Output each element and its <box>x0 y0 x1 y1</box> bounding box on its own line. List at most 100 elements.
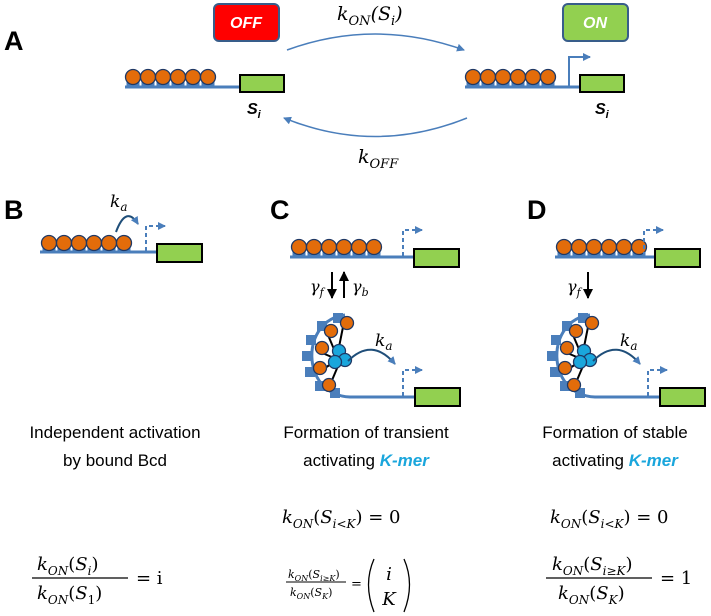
svg-text:i: i <box>386 564 392 585</box>
rate-koff-label: kOFF <box>358 146 399 172</box>
formula-d-zero: kON(Si<K) = 0 <box>550 507 669 531</box>
on-state-badge: ON <box>562 3 629 42</box>
bcd-molecule <box>312 360 328 376</box>
gene-box-d-loop <box>659 387 706 407</box>
binding-site <box>578 313 588 323</box>
caption-d-line2: activating K-mer <box>552 451 679 470</box>
kmer-molecule <box>572 354 588 370</box>
binding-site <box>550 367 560 377</box>
bcd-molecule <box>464 68 482 86</box>
svg-text:=: = <box>351 577 362 592</box>
bcd-molecule <box>524 68 542 86</box>
formula-d-ratio: kON(Si≥K) kON(SK) = 1 <box>546 554 692 607</box>
binding-site <box>305 367 315 377</box>
promoter-on: Si <box>464 53 625 121</box>
svg-text:= 1: = 1 <box>660 568 692 589</box>
binding-site <box>317 321 327 331</box>
binding-site <box>302 351 312 361</box>
gene-box-off <box>239 74 285 93</box>
site-label-off: Si <box>247 101 262 121</box>
binding-site <box>562 321 572 331</box>
gamma-f-label-d: γf <box>567 277 583 299</box>
formula-b-ratio: kON(Si) kON(S1) = i <box>32 554 163 607</box>
formula-c-zero: kON(Si<K) = 0 <box>282 507 401 531</box>
bcd-molecule <box>557 360 573 376</box>
bcd-molecule <box>509 68 527 86</box>
construct-c-open <box>290 226 460 268</box>
gene-box-c-loop <box>414 387 461 407</box>
gamma-f-label-c: γf <box>310 277 326 299</box>
kmer-loop-c: ka <box>302 313 461 407</box>
ka-arrow-c <box>347 348 396 365</box>
bcd-molecule <box>290 238 308 256</box>
bcd-molecule <box>321 377 337 393</box>
binding-site <box>315 381 325 391</box>
gene-box-b <box>156 243 203 263</box>
bcd-molecule <box>100 234 118 252</box>
ka-label-b: ka <box>110 192 127 214</box>
on-state-label: ON <box>583 15 607 32</box>
binding-site <box>575 388 585 398</box>
bcd-molecule <box>70 234 88 252</box>
svg-text:K: K <box>381 589 397 610</box>
tss-dashed-arrow-c-loop <box>402 366 423 396</box>
ka-arrow-b <box>115 215 139 233</box>
svg-text:kON(S1): kON(S1) <box>37 583 102 607</box>
gene-box-on <box>579 74 625 93</box>
caption-c-line2: activating K-mer <box>303 451 430 470</box>
bcd-molecule <box>630 238 648 256</box>
panel-label-c: C <box>270 195 290 225</box>
bcd-molecule <box>323 323 339 339</box>
binding-site <box>560 381 570 391</box>
bcd-molecule <box>584 315 600 331</box>
koff-arrow <box>283 116 468 138</box>
caption-d-line1: Formation of stable <box>542 423 688 442</box>
bcd-molecule <box>350 238 368 256</box>
bcd-molecule <box>615 238 633 256</box>
kmer-loop-d: ka <box>547 313 706 407</box>
caption-c-line1: Formation of transient <box>283 423 449 442</box>
ka-label-d: ka <box>620 331 637 353</box>
panel-label-b: B <box>4 195 24 225</box>
binding-site <box>333 313 343 323</box>
bcd-molecule <box>115 234 133 252</box>
bcd-molecule <box>335 238 353 256</box>
bcd-molecule <box>365 238 383 256</box>
bcd-molecule <box>184 68 202 86</box>
bcd-molecule <box>85 234 103 252</box>
bcd-molecule <box>585 238 603 256</box>
svg-text:= i: = i <box>136 568 163 589</box>
bcd-molecule <box>139 68 157 86</box>
kmer-molecule <box>327 354 343 370</box>
bcd-molecule <box>570 238 588 256</box>
construct-d-open <box>555 226 701 268</box>
binding-site <box>330 388 340 398</box>
bcd-molecule <box>169 68 187 86</box>
bcd-molecule <box>40 234 58 252</box>
tss-dashed-arrow-b <box>145 222 166 251</box>
bcd-molecule <box>154 68 172 86</box>
tss-dashed-arrow-d-loop <box>647 366 668 396</box>
svg-text:kON(Si≥K): kON(Si≥K) <box>552 554 633 578</box>
site-label-on: Si <box>595 101 610 121</box>
panel-label-a: A <box>4 26 24 56</box>
bcd-molecule <box>566 377 582 393</box>
caption-b-line1: Independent activation <box>29 423 200 442</box>
svg-text:kON(Si≥K): kON(Si≥K) <box>288 568 340 583</box>
gamma-b-label-c: γb <box>352 277 369 299</box>
bcd-molecule <box>539 68 557 86</box>
svg-text:kON(Si): kON(Si) <box>37 554 99 578</box>
binding-site <box>306 335 316 345</box>
bcd-molecule <box>559 340 575 356</box>
off-state-label: OFF <box>230 15 263 32</box>
construct-b: ka <box>40 192 203 263</box>
bcd-molecule <box>339 315 355 331</box>
gene-box-d-open <box>654 248 701 268</box>
caption-b-line2: by bound Bcd <box>63 451 167 470</box>
bcd-molecule <box>494 68 512 86</box>
bcd-molecule <box>479 68 497 86</box>
tss-dashed-arrow-d-open <box>643 226 664 256</box>
svg-text:kON(SK): kON(SK) <box>558 583 625 607</box>
formula-c-ratio: kON(Si≥K) kON(SK) = i K <box>286 558 411 613</box>
